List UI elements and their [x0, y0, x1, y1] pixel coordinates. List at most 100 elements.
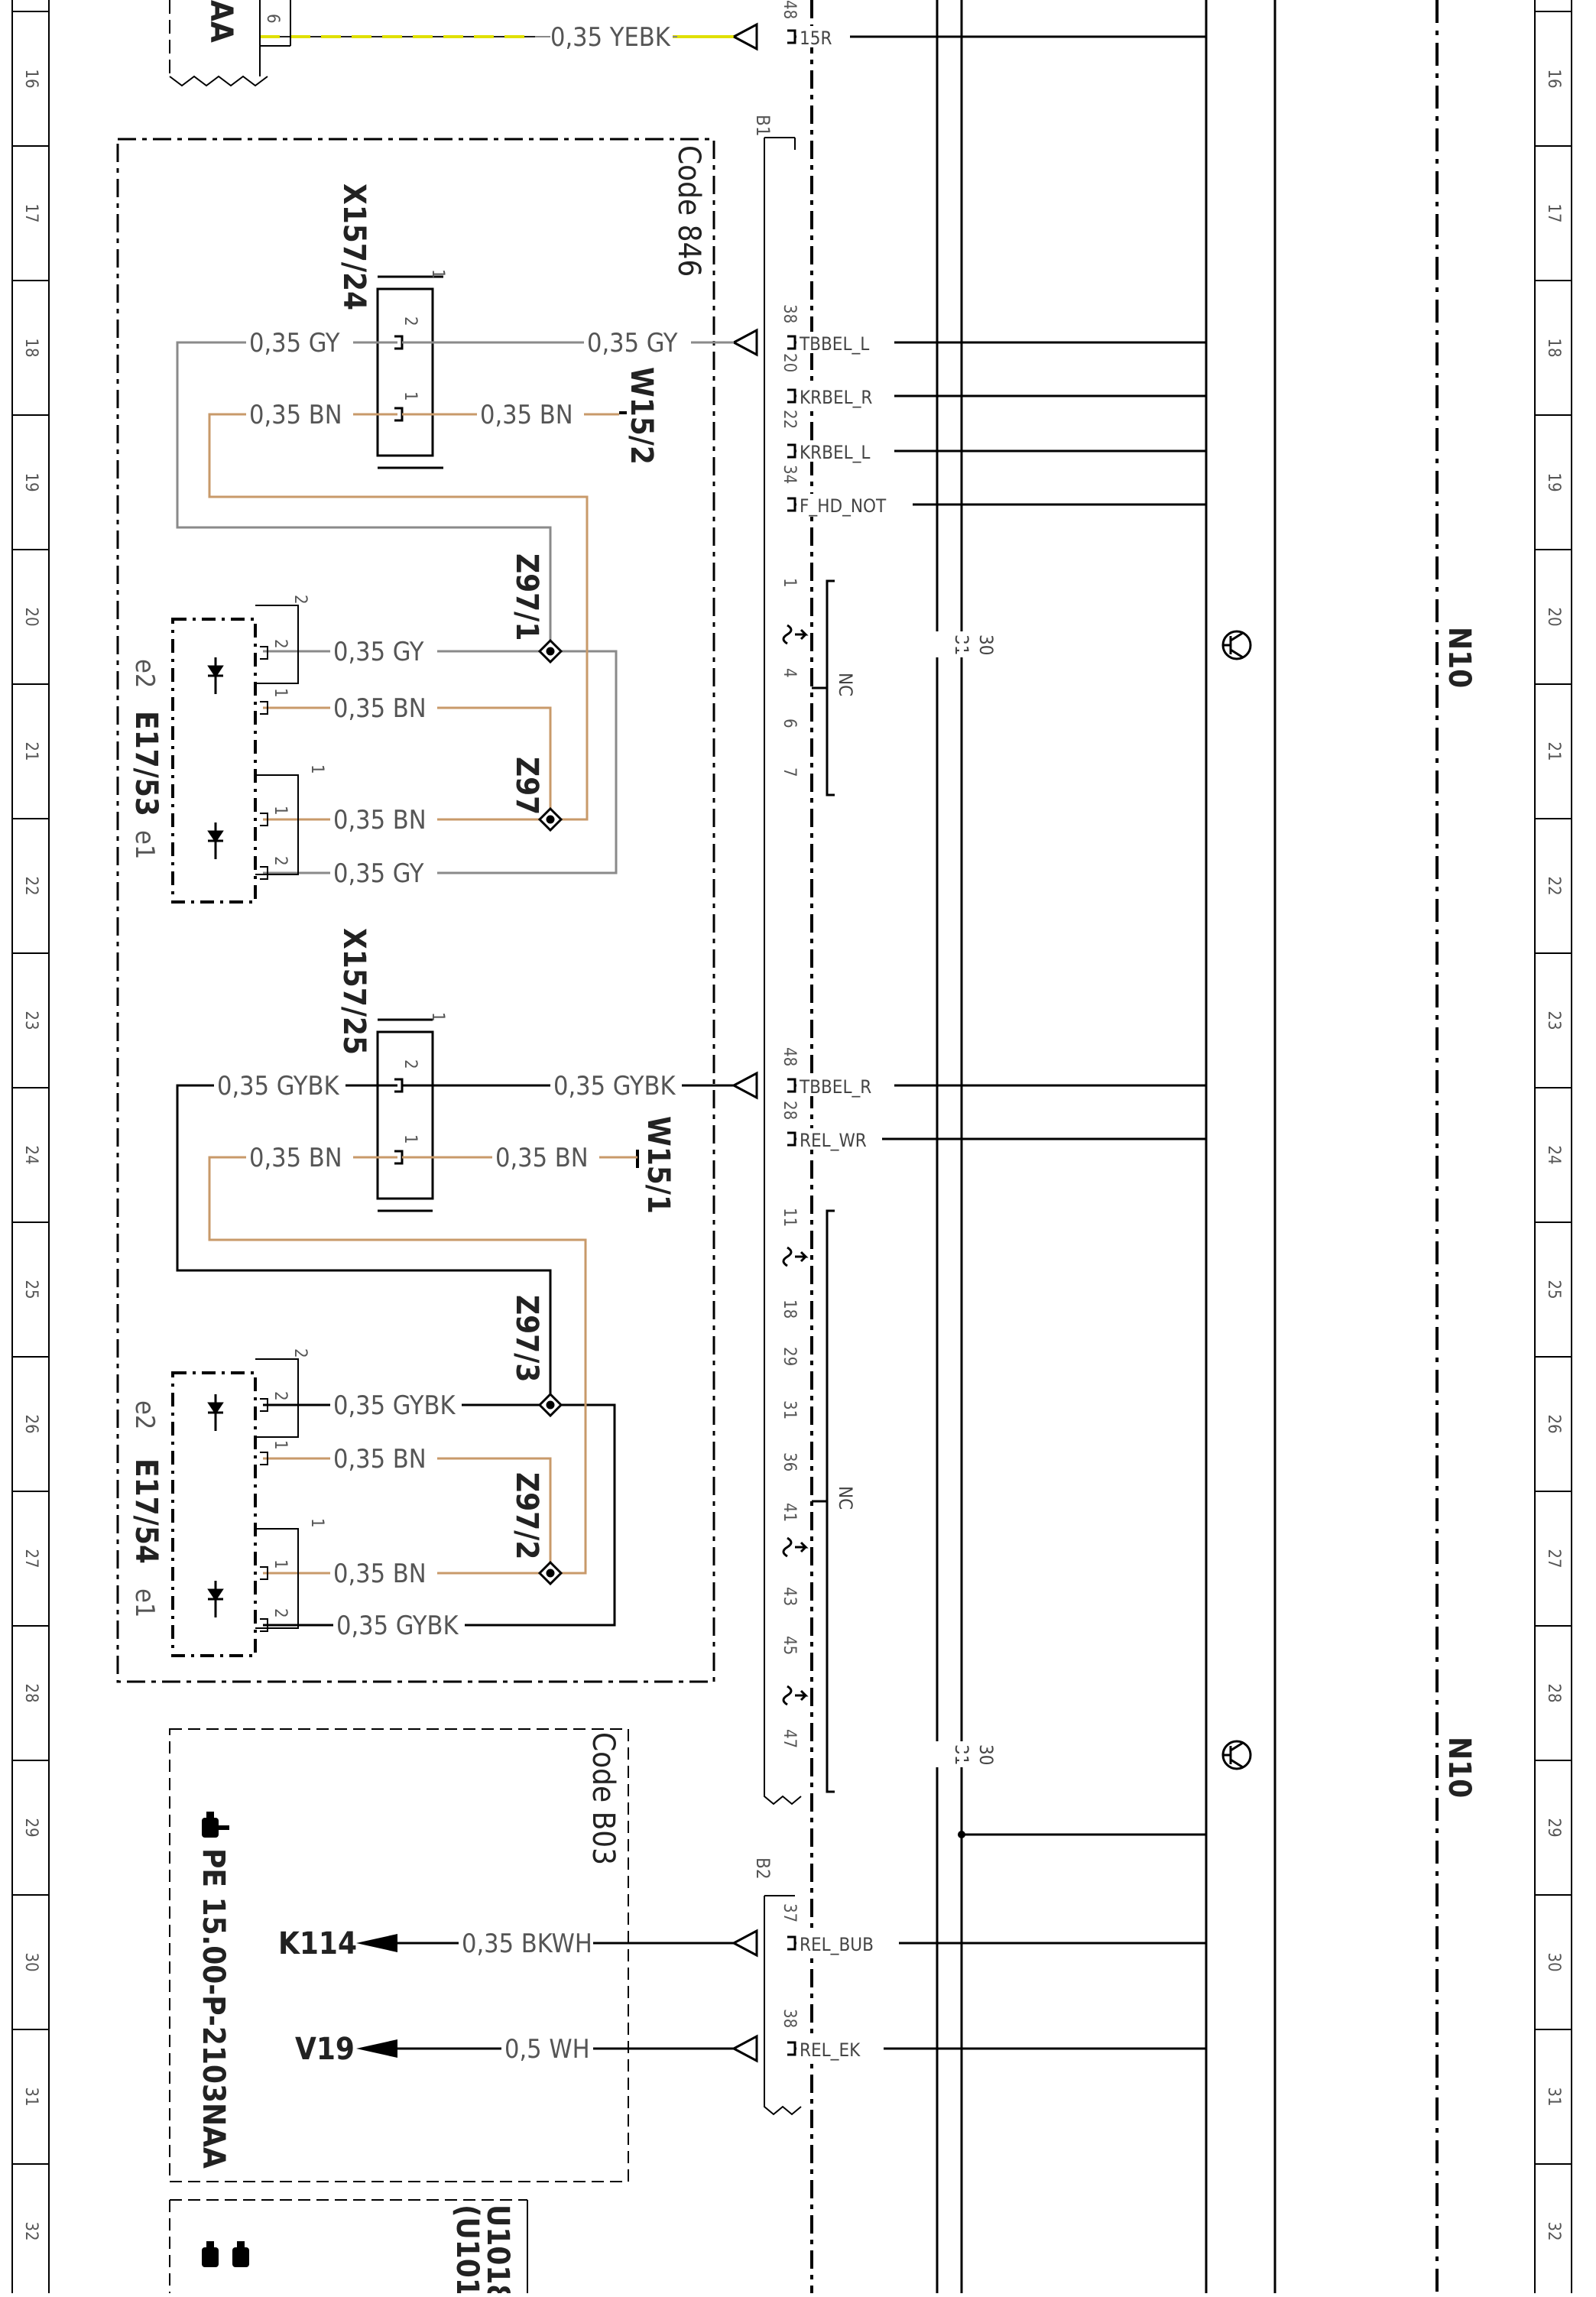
- grid-row-26: 26: [21, 1414, 41, 1433]
- e17-53-pin-2-top: 2: [290, 595, 310, 605]
- grid-row-18-r: 18: [1544, 338, 1563, 357]
- nc-bracket-lower: [782, 1209, 835, 1793]
- wire-bn-label-6: 0,35 BN: [495, 1143, 589, 1173]
- wire-gy-label-2: 0,35 GY: [587, 328, 678, 359]
- n10-label-upper: N10: [1442, 627, 1477, 688]
- code-846-label: Code 846: [671, 145, 706, 277]
- b1-pin-48: 48: [780, 1047, 799, 1066]
- e17-54-pin-2: 2: [271, 1391, 290, 1401]
- wire-bn-label-1: 0,35 BN: [249, 400, 342, 430]
- connector-x157-24: [376, 275, 443, 469]
- signal-tbbel-l: TBBEL_L: [799, 333, 869, 355]
- grid-row-31-r: 31: [1544, 2087, 1563, 2106]
- e17-54-label: E17/54: [128, 1458, 164, 1564]
- b1-pin-28: 28: [780, 1101, 799, 1120]
- wire-bn-label-7: 0,35 BN: [333, 1444, 427, 1475]
- component-e17-53: [171, 618, 257, 904]
- grid-row-21: 21: [21, 741, 41, 761]
- v19-label: V19: [295, 2032, 355, 2067]
- e17-53-pin-1-lower: 1: [271, 806, 290, 816]
- b1-pin-47: 47: [780, 1729, 799, 1748]
- grid-row-16-r: 16: [1544, 69, 1563, 88]
- arrow-v19-icon: [356, 2039, 397, 2058]
- wire-bn-label-3: 0,35 BN: [333, 693, 427, 724]
- transistor-symbol-icon-upper: [1221, 630, 1252, 660]
- b1-pin-48-top: 48: [780, 0, 799, 19]
- signal-rel-ek: REL_EK: [800, 2039, 861, 2061]
- grid-row-17-r: 17: [1544, 203, 1563, 222]
- bus-lines: [936, 0, 1276, 2293]
- connector-x157-25: [376, 1018, 434, 1212]
- wire-gy-label-3: 0,35 GY: [333, 637, 424, 667]
- w15-1-label: W15/1: [641, 1116, 676, 1214]
- aa-fragment-label: AA: [203, 0, 238, 43]
- grid-row-24: 24: [21, 1145, 41, 1164]
- grid-row-16: 16: [21, 69, 41, 88]
- terminal-30-lower: 30: [975, 1744, 997, 1765]
- b2-pin-37: 37: [780, 1903, 799, 1922]
- splice-z97-2: [537, 1560, 563, 1586]
- n10-label-lower: N10: [1442, 1737, 1477, 1798]
- b1-pin-29: 29: [780, 1347, 799, 1366]
- e17-54-e1-label: e1: [129, 1588, 160, 1617]
- right-grid-rail: [1534, 0, 1572, 2293]
- pe-reference: PE 15.00-P-2103NAA: [196, 1848, 231, 2169]
- grid-row-32: 32: [21, 2221, 41, 2240]
- terminal-30-upper: 30: [975, 634, 997, 655]
- b1-pin-11: 11: [780, 1208, 799, 1227]
- transistor-symbol-icon-lower: [1221, 1740, 1252, 1770]
- led-icon-e2: [207, 657, 224, 694]
- wire-bn-label-5: 0,35 BN: [249, 1143, 342, 1173]
- x157-24-pin-1: 1: [401, 391, 420, 401]
- grid-row-18: 18: [21, 338, 41, 357]
- z97-1-label: Z97/1: [509, 553, 544, 641]
- splice-z97: [537, 806, 563, 832]
- connector-b2-label: B2: [752, 1857, 774, 1880]
- pin-stubs: [787, 29, 796, 2056]
- wire-gybk-label-3: 0,35 GYBK: [333, 1390, 456, 1421]
- grid-row-28-r: 28: [1544, 1683, 1563, 1702]
- e17-54-pin-2-top: 2: [290, 1348, 310, 1358]
- grid-row-29-r: 29: [1544, 1818, 1563, 1837]
- signal-rel-wr: REL_WR: [800, 1130, 867, 1151]
- signal-tbbel-r: TBBEL_R: [799, 1076, 871, 1098]
- code-b03-box: [169, 1728, 629, 2182]
- connector-b1-label: B1: [752, 115, 774, 137]
- wire-bn-lower: [208, 1156, 637, 1575]
- e17-54-e2-label: e2: [129, 1400, 160, 1429]
- b1-pin-18: 18: [780, 1299, 799, 1319]
- signal-krbel-r: KRBEL_R: [800, 387, 872, 408]
- aa-pin-6: 6: [263, 14, 282, 24]
- wire-bn-upper: [208, 413, 619, 821]
- z97-2-label: Z97/2: [509, 1472, 544, 1559]
- b1-pin-34: 34: [780, 465, 799, 484]
- splice-z97-1: [537, 638, 563, 664]
- pointing-hand-icon-bottom-1: [202, 2241, 219, 2267]
- z97-label: Z97: [509, 757, 544, 815]
- grid-row-31: 31: [21, 2087, 41, 2106]
- b2-pin-38: 38: [780, 2009, 799, 2028]
- left-grid-numbers: 16 17 18 19 20 21 22 23 24 25 26 27 28 2…: [21, 69, 41, 2240]
- x157-25-pin-1-top: 1: [428, 1012, 447, 1022]
- grid-row-22: 22: [21, 876, 41, 895]
- wire-bn-label-8: 0,35 BN: [333, 1559, 427, 1589]
- grid-row-20: 20: [21, 607, 41, 626]
- u1019-label: (U1019: [449, 2205, 485, 2293]
- grid-row-20-r: 20: [1544, 607, 1563, 626]
- led-icon-e2-lower: [207, 1394, 224, 1431]
- grid-row-21-r: 21: [1544, 741, 1563, 761]
- e17-54-pin-2-lower: 2: [271, 1608, 290, 1618]
- component-e17-54: [171, 1371, 257, 1657]
- arrow-k114-icon: [356, 1934, 397, 1952]
- wire-bn-label-2: 0,35 BN: [480, 400, 573, 430]
- e17-53-e1-label: e1: [129, 830, 160, 859]
- grid-row-29: 29: [21, 1818, 41, 1837]
- z97-3-label: Z97/3: [509, 1295, 544, 1382]
- e17-53-pin-1-top: 1: [307, 764, 326, 774]
- e17-53-pin-1: 1: [271, 688, 290, 698]
- wire-gybk-label-1: 0,35 GYBK: [217, 1071, 339, 1101]
- grid-row-24-r: 24: [1544, 1145, 1563, 1164]
- x157-24-pin-1-top: 1: [428, 269, 447, 279]
- wire-bkwh-label: 0,35 BKWH: [462, 1929, 592, 1959]
